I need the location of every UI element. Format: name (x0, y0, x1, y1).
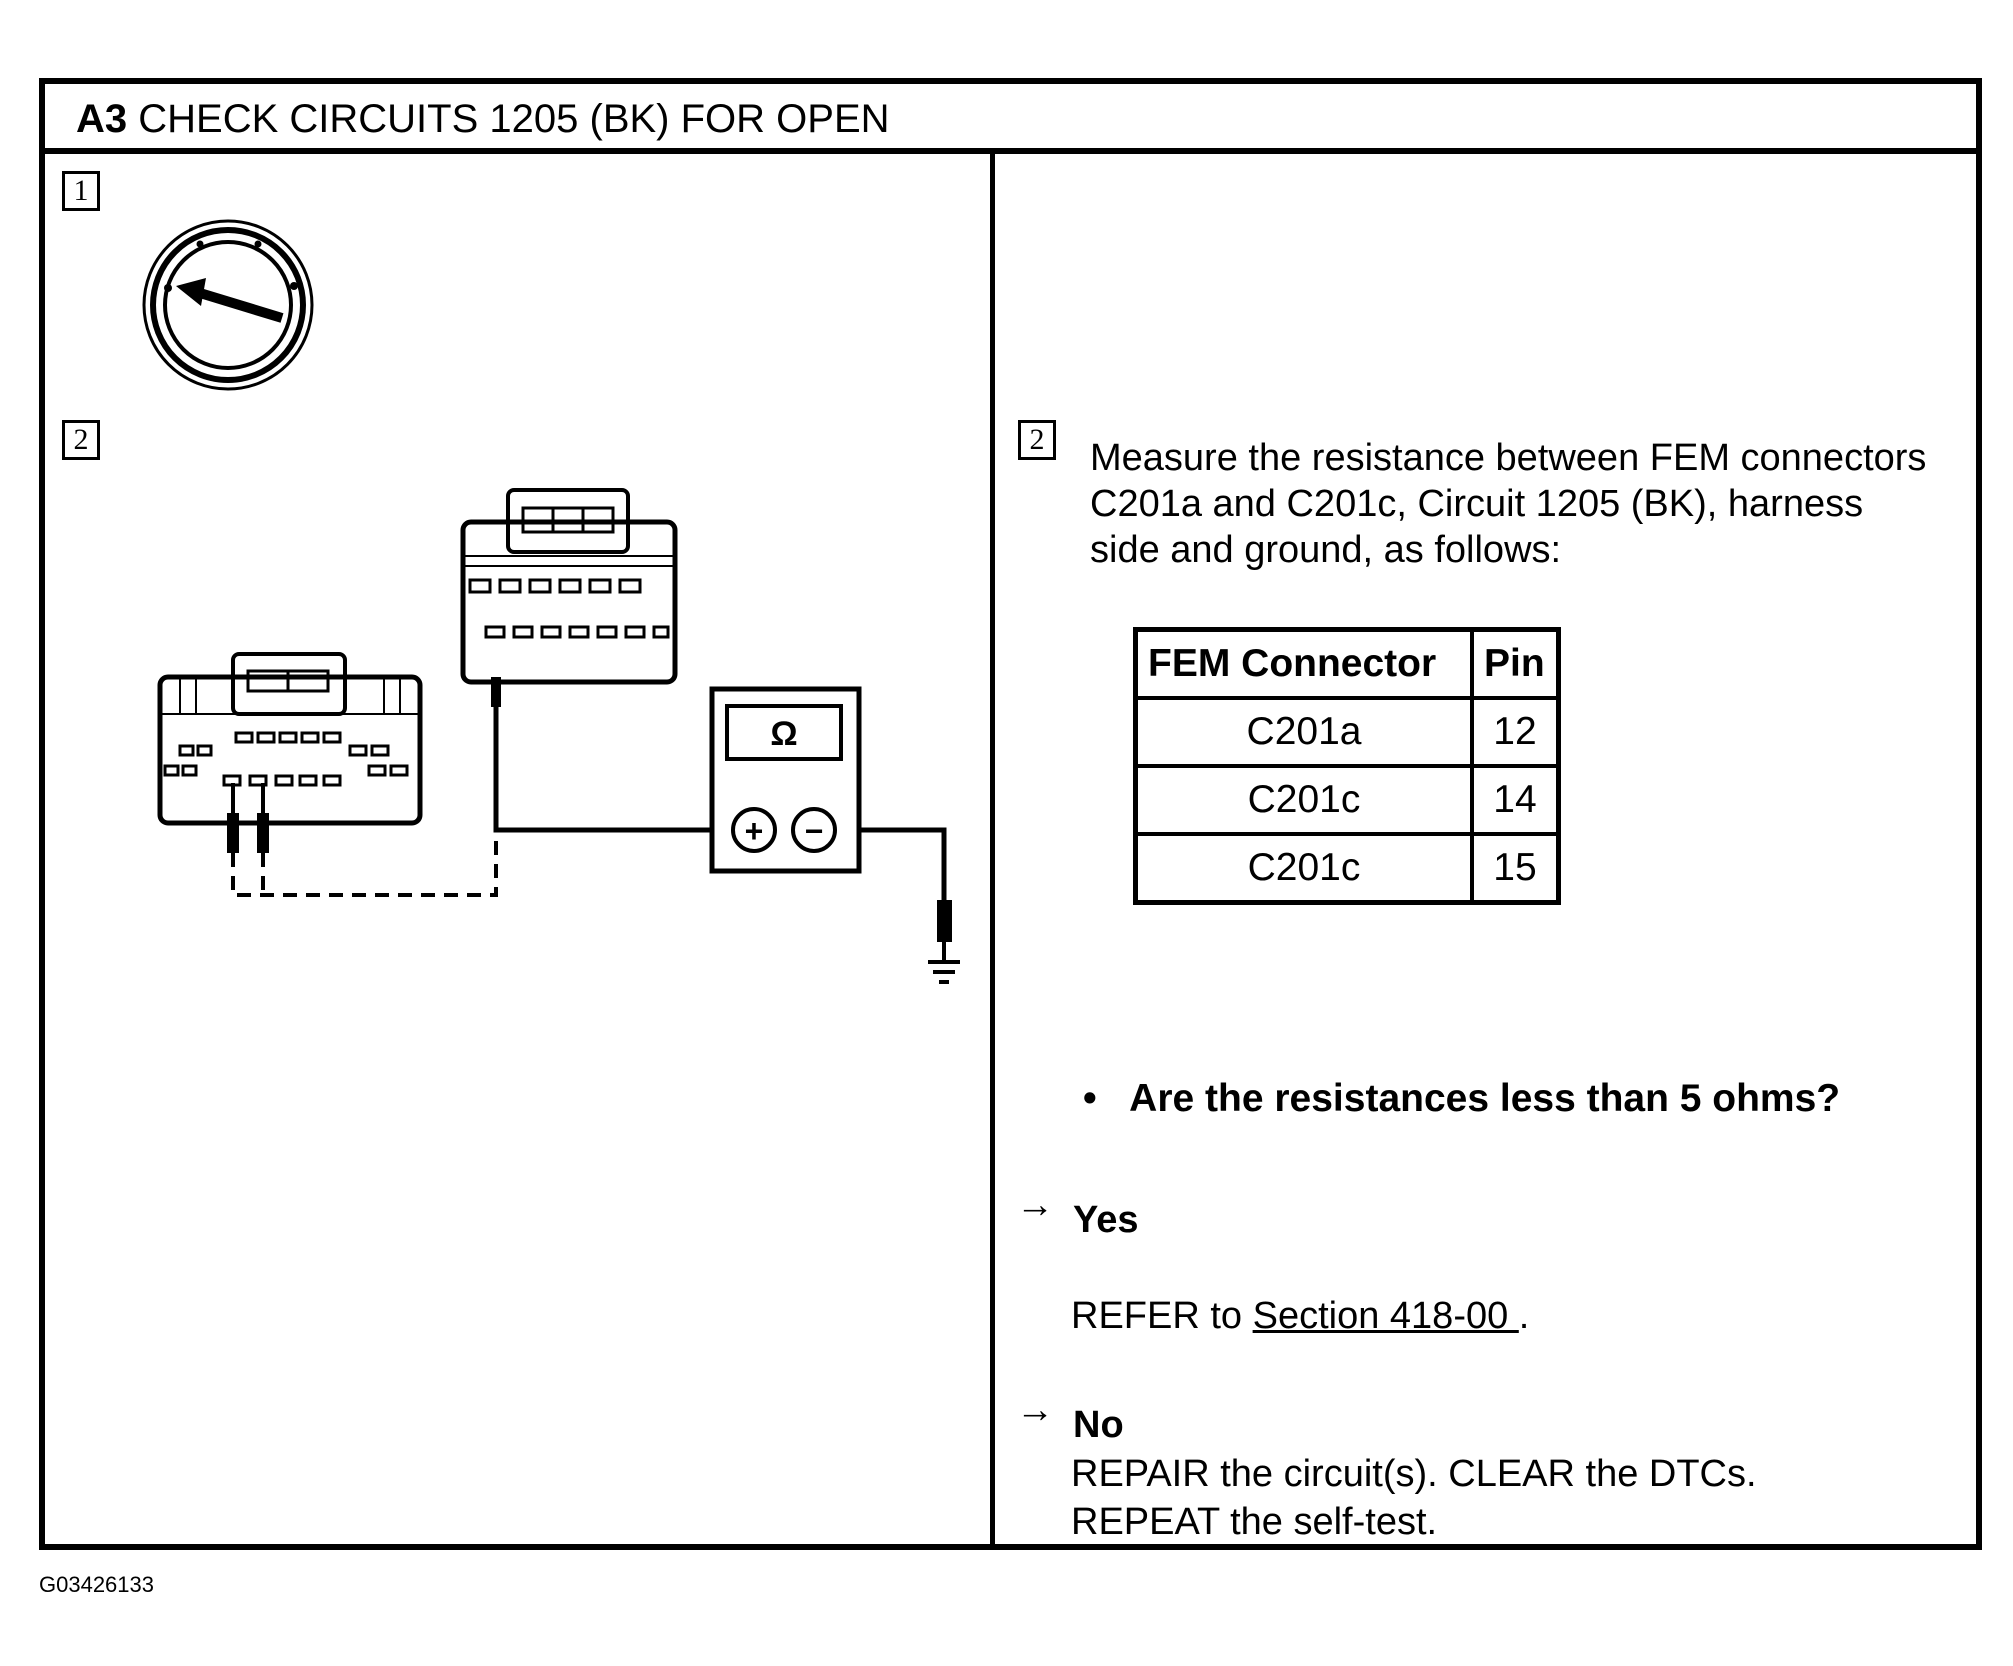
table-header-row: FEM Connector Pin (1133, 627, 1561, 700)
connector-cell: C201c (1133, 832, 1474, 905)
question-text: Are the resistances less than 5 ohms? (1129, 1077, 1841, 1120)
procedure-frame (39, 78, 1982, 1550)
connector-c201c-icon (460, 488, 678, 685)
yes-prefix: REFER to (1071, 1295, 1253, 1337)
step-title: A3 CHECK CIRCUITS 1205 (BK) FOR OPEN (76, 95, 890, 143)
step-title-text: CHECK CIRCUITS 1205 (BK) FOR OPEN (138, 97, 890, 141)
positive-terminal (731, 807, 777, 853)
table-row: C201c 15 (1133, 832, 1561, 905)
negative-terminal-label: − (805, 813, 824, 849)
yes-instruction: REFER to Section 418-00 . (1071, 1292, 1529, 1340)
pin-table: FEM Connector Pin C201a 12 C201c 14 C201… (1133, 627, 1561, 905)
step-number: A3 (76, 97, 128, 141)
negative-terminal (791, 807, 837, 853)
column-divider (990, 148, 995, 1550)
column-header-pin: Pin (1470, 627, 1561, 700)
pin-cell: 12 (1470, 696, 1561, 768)
no-arrow-icon: → (1016, 1389, 1054, 1431)
pin-cell: 14 (1470, 764, 1561, 836)
yes-suffix: . (1518, 1295, 1530, 1337)
no-label: No (1073, 1404, 1124, 1446)
step-2-box: 2 (62, 420, 100, 460)
no-instruction-line-2: REPEAT the self-test. (1071, 1501, 1438, 1543)
connector-cell: C201c (1133, 764, 1474, 836)
step-2-right-box: 2 (1018, 420, 1056, 460)
connector-cell: C201a (1133, 696, 1474, 768)
test-leads (227, 677, 960, 984)
bullet: • (1083, 1077, 1097, 1120)
ohm-symbol: Ω (770, 715, 797, 753)
header-divider (39, 148, 1982, 154)
pin-cell: 15 (1470, 832, 1561, 905)
no-instruction-line-1: REPAIR the circuit(s). CLEAR the DTCs. (1071, 1453, 1757, 1495)
yes-label: Yes (1073, 1199, 1139, 1241)
step-1-box: 1 (62, 171, 100, 211)
column-header-connector: FEM Connector (1133, 627, 1474, 700)
question: • Are the resistances less than 5 ohms? (1083, 1077, 1840, 1121)
connector-c201a-icon (157, 652, 423, 826)
table-row: C201c 14 (1133, 764, 1561, 836)
ignition-switch-icon (142, 219, 314, 391)
table-row: C201a 12 (1133, 696, 1561, 768)
figure-id: G03426133 (39, 1572, 154, 1597)
section-link[interactable]: Section 418-00 (1252, 1295, 1519, 1337)
measurement-instruction: Measure the resistance between FEM conne… (1090, 437, 1927, 571)
ohmmeter-icon: Ω + − (709, 686, 862, 874)
yes-arrow-icon: → (1016, 1184, 1054, 1226)
positive-terminal-label: + (745, 813, 764, 849)
